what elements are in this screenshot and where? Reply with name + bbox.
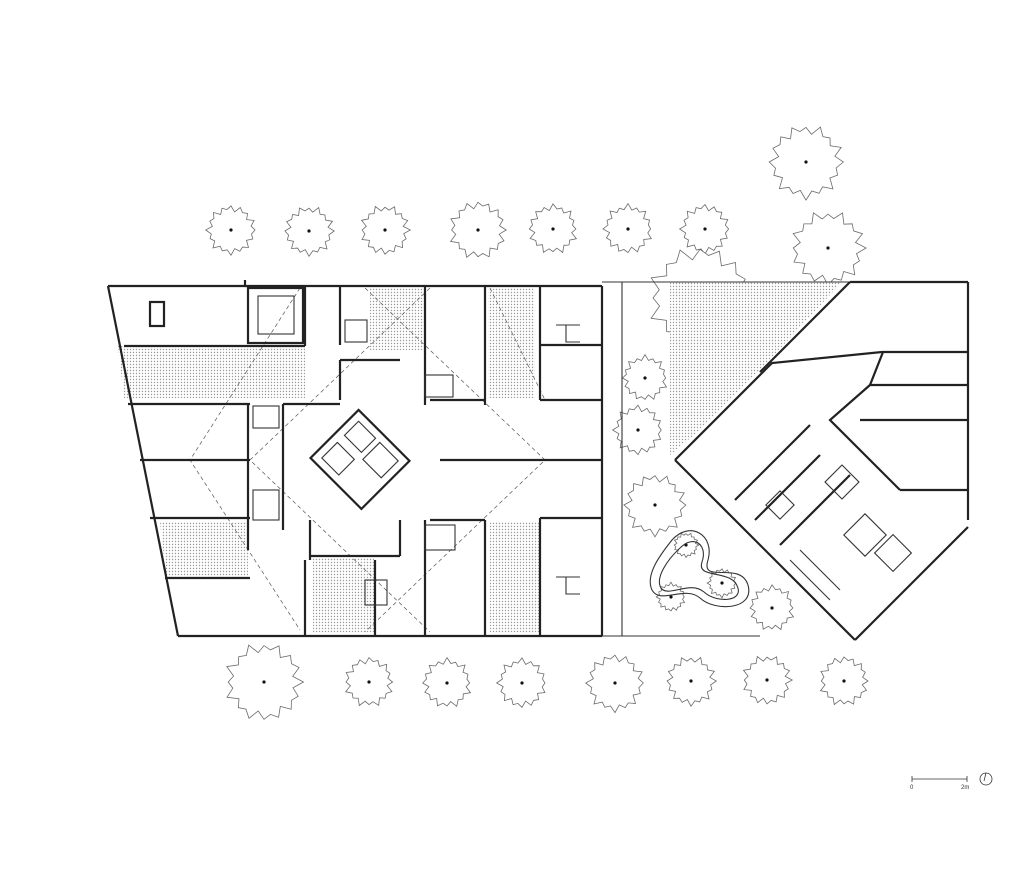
tree-trunk <box>445 681 449 685</box>
tree-trunk <box>804 160 808 164</box>
tree-trunk <box>689 679 693 683</box>
tree-trunk <box>229 228 233 232</box>
tree-trunk <box>383 228 387 232</box>
tree-canopies <box>204 126 869 720</box>
tree-trunk <box>720 581 724 585</box>
right-building <box>674 280 970 641</box>
scale-bar: 0 2m <box>910 776 969 791</box>
scale-start-label: 0 <box>910 785 914 791</box>
tree-trunk <box>262 680 266 684</box>
tree-trunk <box>826 246 830 250</box>
tree-trunk <box>520 681 524 685</box>
hatched-zones <box>118 282 842 633</box>
garden-pond <box>649 530 750 608</box>
tree-trunk <box>653 503 657 507</box>
tree-trunk <box>551 227 555 231</box>
scale-end-label: 2m <box>961 785 969 791</box>
tree-trunk <box>367 680 371 684</box>
tree-trunk <box>703 227 707 231</box>
tree-trunk <box>476 228 480 232</box>
tree-trunk <box>643 376 647 380</box>
tree-trunk <box>626 227 630 231</box>
north-arrow-icon <box>979 772 993 786</box>
left-building <box>106 280 604 638</box>
tree-canopy <box>792 212 867 286</box>
tree-trunk <box>636 428 640 432</box>
tree-canopy <box>768 126 845 201</box>
tree-trunk <box>765 678 769 682</box>
tree-trunk <box>842 679 846 683</box>
tree-trunk <box>613 681 617 685</box>
tree-trunk <box>669 595 673 599</box>
tree-trunk <box>307 229 311 233</box>
tree-trunk <box>770 606 774 610</box>
